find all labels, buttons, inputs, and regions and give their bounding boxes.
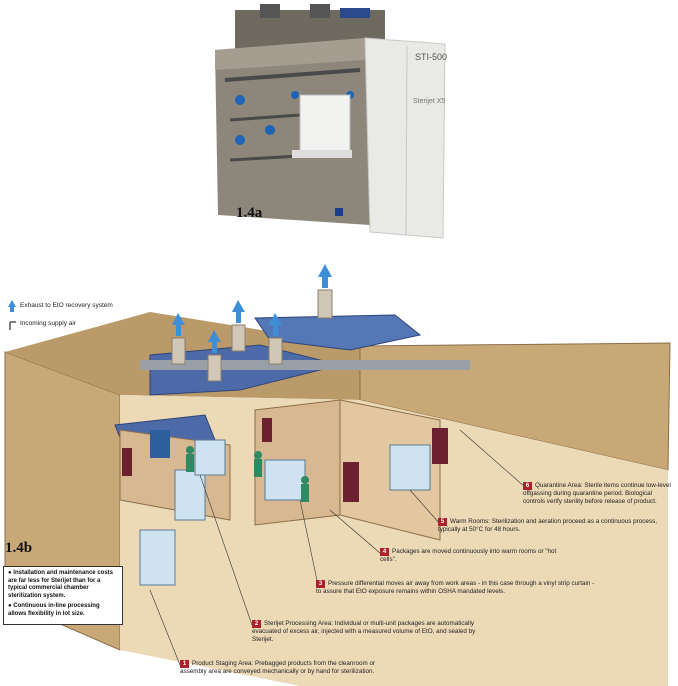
legend-supply: Incoming supply air <box>20 320 76 327</box>
callout-number: 2 <box>252 620 261 628</box>
callout-number: 3 <box>316 580 325 588</box>
chamber-opening <box>300 95 350 155</box>
exhaust-legend-icon <box>8 300 16 312</box>
exhaust-stack <box>318 290 332 318</box>
callout-text: Pressure differential moves air away fro… <box>316 580 594 595</box>
notes-box: Installation and maintenance costs are f… <box>3 566 123 625</box>
door <box>122 448 132 476</box>
sterilizer-unit-photo <box>200 0 470 240</box>
exhaust-stack <box>269 338 282 364</box>
callout-text: Product Staging Area: Prebagged products… <box>180 660 375 675</box>
supply-duct <box>140 360 470 370</box>
callout-text: Sterijet Processing Area: Individual or … <box>252 620 475 643</box>
figure-b-label: 1.4b <box>5 540 32 557</box>
valve <box>265 125 275 135</box>
callout-text: Packages are moved continuously into war… <box>380 548 556 563</box>
valve <box>291 91 299 99</box>
exhaust-stack <box>172 338 185 364</box>
logo-mark <box>335 208 343 216</box>
pipe-fitting <box>340 8 370 18</box>
callout-text: Quarantine Area: Sterile items continue … <box>523 482 671 505</box>
callout-number: 1 <box>180 660 189 668</box>
exhaust-stack <box>208 355 221 381</box>
callout-number: 5 <box>438 518 447 526</box>
door <box>343 462 359 502</box>
door <box>432 428 448 464</box>
valve <box>235 135 245 145</box>
door <box>262 418 272 442</box>
callout-number: 4 <box>380 548 389 556</box>
callout-text: Warm Rooms: Sterilization and aeration p… <box>438 518 657 533</box>
unit-cabinet <box>365 38 445 238</box>
callout-number: 6 <box>523 482 532 490</box>
note-item: Continuous in-line processing allows fle… <box>8 603 118 618</box>
chamber-tray <box>292 150 352 158</box>
pipe-fitting <box>260 4 280 18</box>
legend-exhaust: Exhaust to EtO recovery system <box>20 302 113 309</box>
note-item: Installation and maintenance costs are f… <box>8 570 118 600</box>
supply-legend-icon <box>10 322 16 330</box>
figure-a-label: 1.4a <box>236 205 262 222</box>
pipe-fitting <box>310 4 330 18</box>
sterijet-machine <box>150 430 170 458</box>
unit-brand-label: Sterijet X5 <box>413 98 445 105</box>
unit-model-label: STI-500 <box>415 52 447 62</box>
exhaust-stack <box>232 325 245 351</box>
valve <box>235 95 245 105</box>
